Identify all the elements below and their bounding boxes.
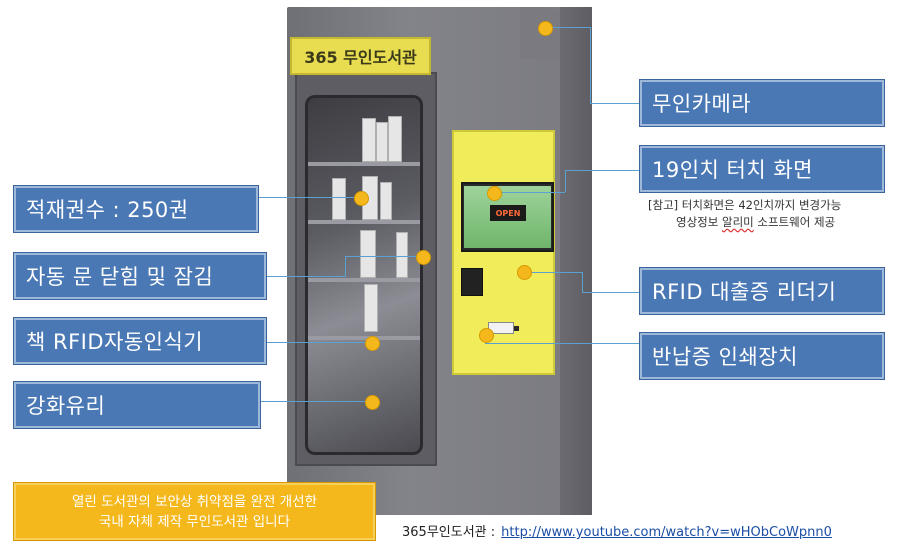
screen-logo: OPEN [490, 205, 526, 221]
callout-receipt-printer: 반납증 인쇄장치 [639, 332, 885, 380]
connector-camera [590, 103, 640, 104]
banner-line-2: 국내 자체 제작 무인도서관 입니다 [98, 513, 291, 530]
book [396, 232, 408, 278]
control-panel [452, 130, 555, 375]
marker-rfid-book [365, 336, 380, 351]
marker-auto-door [416, 250, 431, 265]
connector-touch [565, 170, 640, 171]
connector-glass [260, 401, 372, 402]
shelf [308, 278, 420, 282]
callout-touch-screen: 19인치 터치 화면 [639, 145, 885, 193]
marker-glass [365, 395, 380, 410]
book [332, 178, 346, 220]
source-label: 365무인도서관 : [402, 525, 496, 540]
shelf [308, 336, 420, 340]
connector-touch-v [565, 170, 566, 192]
summary-banner: 열린 도서관의 보안상 취약점을 완전 개선한 국내 자체 제작 무인도서관 입… [13, 482, 376, 541]
nameplate: 365 무인도서관 [290, 37, 431, 75]
note-line-2: 영상정보 알리미 소프트웨어 제공 [648, 214, 888, 231]
connector-rfid-book [266, 342, 372, 343]
connector-rfid-reader-v [582, 272, 583, 292]
callout-glass: 강화유리 [13, 381, 261, 429]
connector-rfid-reader [582, 292, 640, 293]
touch-screen-note: [참고] 터치화면은 42인치까지 변경가능 영상정보 알리미 소프트웨어 제공 [648, 197, 888, 231]
connector-camera-top [544, 27, 590, 28]
book [360, 230, 376, 278]
callout-capacity: 적재권수 : 250권 [13, 185, 259, 233]
marker-touch-screen [487, 186, 502, 201]
marker-camera [538, 21, 553, 36]
note-line-2-post: 소프트웨어 제공 [753, 215, 836, 229]
callout-auto-door: 자동 문 닫힘 및 잠김 [13, 252, 267, 300]
source-citation: 365무인도서관 : http://www.youtube.com/watch?v… [402, 521, 832, 540]
rfid-card-reader [461, 268, 483, 296]
shelf [308, 162, 420, 166]
note-line-2-underlined: 알리미 [721, 215, 754, 229]
cabinet-side [560, 7, 592, 515]
book [380, 182, 392, 220]
book [388, 116, 402, 162]
book [362, 118, 376, 162]
callout-rfid-book: 책 RFID자동인식기 [13, 317, 267, 365]
callout-rfid-reader: RFID 대출증 리더기 [639, 267, 885, 315]
banner-line-1: 열린 도서관의 보안상 취약점을 완전 개선한 [71, 493, 318, 510]
book [376, 122, 388, 162]
connector-camera-v [590, 27, 591, 103]
callout-camera: 무인카메라 [639, 79, 885, 127]
marker-rfid-reader [517, 265, 532, 280]
connector-auto-door-v [345, 256, 346, 276]
connector-rfid-reader-h [524, 272, 582, 273]
connector-auto-door [266, 276, 346, 277]
marker-printer [479, 328, 494, 343]
shelf [308, 220, 420, 224]
connector-capacity [258, 197, 363, 198]
marker-capacity [354, 191, 369, 206]
book [364, 284, 378, 332]
connector-touch-h [493, 192, 565, 193]
note-line-2-pre: 영상정보 [676, 215, 722, 229]
note-line-1: [참고] 터치화면은 42인치까지 변경가능 [648, 198, 842, 212]
connector-printer [485, 343, 640, 344]
source-link[interactable]: http://www.youtube.com/watch?v=wHObCoWpn… [501, 525, 832, 540]
connector-auto-door-h [345, 256, 423, 257]
